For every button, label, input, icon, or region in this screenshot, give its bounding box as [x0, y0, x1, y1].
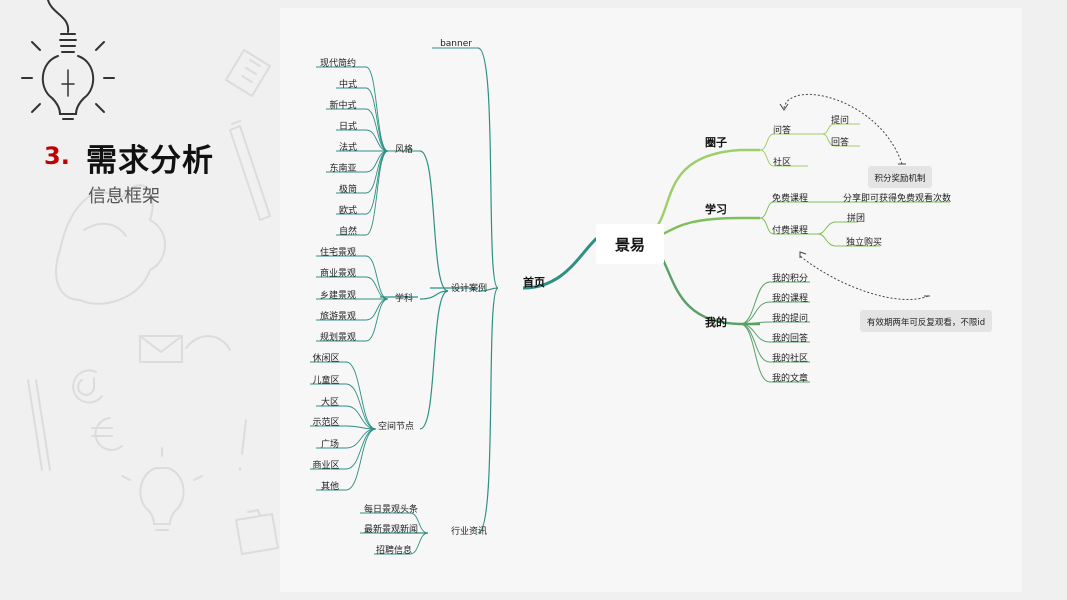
decorative-doodles [21, 0, 279, 555]
space-node-item: 广场 [321, 438, 339, 450]
section-number: 3. [44, 142, 70, 170]
paid-course-label: 付费课程 [772, 224, 808, 236]
leaf-connectors [310, 47, 478, 555]
pencil-doodle [229, 120, 271, 221]
mindmap-diagram: 景易 首页 banner 设计案例 行业资讯 风格 学科 空间节点 现代简约 中… [310, 39, 992, 556]
free-course-detail: 分享即可获得免费观看次数 [843, 192, 951, 204]
branch-home-label: 首页 [523, 275, 545, 289]
root-node: 景易 [596, 224, 664, 264]
note-validity-text: 有效期两年可反复观看，不限id [867, 317, 985, 328]
note-points-reward-text: 积分奖励机制 [874, 173, 925, 184]
industry-news-label: 行业资讯 [451, 525, 487, 537]
right-connectors [653, 123, 950, 383]
exclamation-doodle [239, 419, 247, 471]
space-node-item: 休闲区 [312, 352, 339, 364]
news-item: 招聘信息 [376, 544, 412, 556]
space-node-item: 其他 [321, 480, 339, 492]
style-item: 法式 [339, 141, 357, 153]
envelope-doodle [139, 335, 183, 363]
branch-mine-label: 我的 [705, 315, 727, 329]
qa-item: 提问 [831, 114, 849, 126]
mine-item: 我的回答 [772, 332, 808, 344]
mine-item: 我的文章 [772, 372, 808, 384]
mindmap-canvas: 景易 首页 banner 设计案例 行业资讯 风格 学科 空间节点 现代简约 中… [280, 8, 1022, 592]
mine-item: 我的课程 [772, 292, 808, 304]
free-course-label: 免费课程 [772, 192, 808, 204]
paid-course-item: 独立购买 [846, 236, 882, 248]
bulb-doodle-small [121, 447, 203, 531]
style-item: 新中式 [329, 99, 356, 111]
qa-item: 回答 [831, 136, 849, 148]
at-sign-doodle [72, 369, 103, 404]
hand-doodle [55, 184, 166, 305]
discipline-item: 乡建景观 [320, 289, 356, 301]
relation-arrows [783, 93, 929, 300]
style-item: 日式 [339, 120, 357, 132]
style-item: 东南亚 [329, 162, 356, 174]
root-label: 景易 [615, 236, 645, 254]
space-node-item: 商业区 [312, 459, 339, 471]
discipline-label: 学科 [395, 292, 413, 304]
discipline-item: 旅游景观 [320, 310, 356, 322]
note-validity: 有效期两年可反复观看，不限id [860, 310, 992, 332]
style-item: 欧式 [339, 204, 357, 216]
pen-doodle [27, 379, 51, 471]
mine-item: 我的积分 [772, 272, 808, 284]
mine-item: 我的提问 [772, 312, 808, 324]
news-item: 每日景观头条 [364, 503, 418, 515]
branch-study-label: 学习 [705, 202, 727, 216]
page-subtitle: 信息框架 [88, 186, 160, 207]
space-node-item: 大区 [321, 396, 339, 408]
briefcase-doodle [235, 509, 279, 555]
euro-doodle [91, 417, 123, 451]
news-item: 最新景观新闻 [364, 523, 418, 535]
style-label: 风格 [395, 143, 413, 155]
paid-course-item: 拼团 [847, 212, 865, 224]
home-connectors [380, 47, 599, 534]
discipline-item: 住宅景观 [320, 246, 356, 258]
clipboard-doodle [225, 49, 271, 97]
left-title-panel: 3. 需求分析 信息框架 [0, 0, 280, 600]
style-item: 现代简约 [320, 57, 356, 69]
note-points-reward: 积分奖励机制 [868, 166, 932, 188]
community-label: 社区 [773, 156, 791, 168]
lightbulb-icon [21, 0, 115, 120]
branch-circle-label: 圈子 [705, 136, 727, 149]
style-item: 中式 [339, 78, 357, 90]
space-node-item: 儿童区 [312, 374, 339, 386]
relation-arrowheads [779, 103, 930, 297]
mine-item: 我的社区 [772, 352, 808, 364]
style-item: 自然 [339, 225, 357, 237]
style-item: 极简 [339, 183, 357, 195]
space-node-label: 空间节点 [378, 420, 414, 432]
qa-label: 问答 [773, 124, 791, 136]
discipline-item: 规划景观 [320, 331, 356, 343]
banner-label: banner [440, 39, 472, 49]
page-title: 需求分析 [86, 143, 214, 179]
design-cases-label: 设计案例 [451, 282, 487, 294]
discipline-item: 商业景观 [320, 267, 356, 279]
space-node-item: 示范区 [312, 416, 339, 428]
